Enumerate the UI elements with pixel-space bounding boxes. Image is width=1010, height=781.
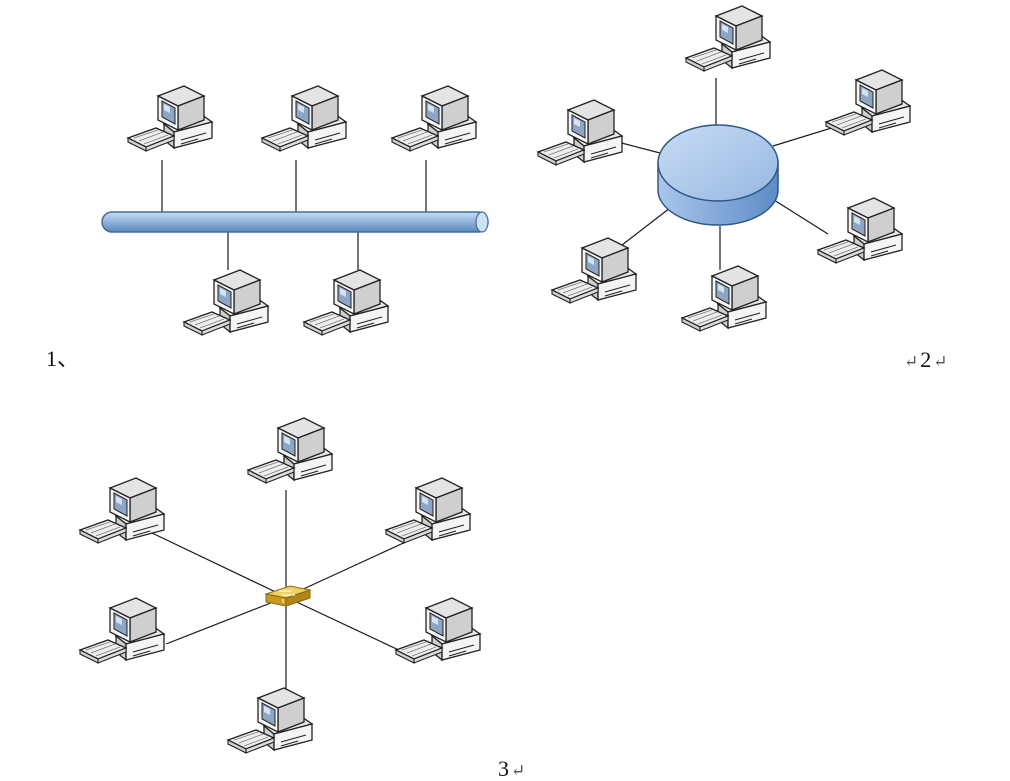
star-diagram-label-row: 3↵: [498, 758, 527, 780]
star-links: [151, 490, 421, 692]
bus-computer-3-icon: [391, 85, 477, 152]
star-computer-4-icon: [79, 597, 165, 664]
bus-backbone-cable: [101, 211, 489, 233]
star-computer-6-icon: [227, 687, 313, 754]
ring-link-2: [772, 125, 839, 147]
ring-topology-diagram: [537, 5, 911, 332]
star-computer-3-icon: [385, 477, 471, 544]
bus-computer-1-icon: [127, 85, 213, 152]
ring-computer-2-icon: [825, 69, 911, 136]
ring-diagram-label-row: ↵2↵: [902, 349, 950, 371]
ring-link-5: [621, 207, 671, 246]
star-link-2: [151, 532, 287, 598]
paragraph-mark-icon: ↵: [933, 352, 948, 371]
star-link-3: [285, 539, 411, 598]
ring-computer-4-icon: [681, 265, 767, 332]
bus-topology-diagram: [101, 85, 489, 336]
star-diagram-label: 3: [498, 756, 509, 781]
paragraph-mark-icon: ↵: [511, 761, 526, 780]
star-computer-2-icon: [79, 477, 165, 544]
star-topology-diagram: [79, 417, 481, 754]
bus-computer-4-icon: [183, 269, 269, 336]
star-link-4: [165, 596, 287, 645]
star-computer-5-icon: [395, 597, 481, 664]
network-switch-icon: [264, 585, 312, 607]
ring-computer-6-icon: [537, 99, 623, 166]
ring-computer-5-icon: [551, 237, 637, 304]
bus-diagram-label: 1、: [46, 346, 80, 371]
ring-computer-3-icon: [817, 197, 903, 264]
ring-diagram-label: 2: [920, 347, 932, 372]
bus-computer-5-icon: [303, 269, 389, 336]
ring-cylinder-icon: [657, 124, 779, 226]
bus-computer-2-icon: [261, 85, 347, 152]
ring-computer-1-icon: [685, 5, 771, 72]
star-computer-1-icon: [247, 417, 333, 484]
paragraph-mark-icon: ↵: [904, 352, 919, 371]
bus-links: [161, 160, 427, 270]
ring-link-3: [773, 199, 829, 235]
